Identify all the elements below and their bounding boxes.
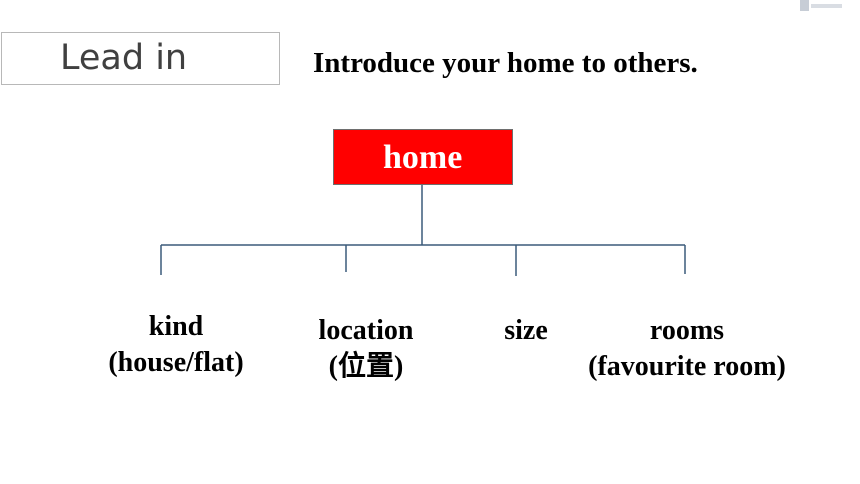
branch-size: size (486, 313, 566, 349)
lead-in-box (1, 32, 280, 85)
branch-rooms-title: rooms (649, 315, 725, 346)
branch-location-title: location (318, 315, 414, 346)
watermark-logo-icon (800, 0, 842, 11)
lead-in-label: Lead in (60, 38, 188, 78)
branch-size-title: size (504, 315, 548, 346)
branch-kind-title: kind (148, 311, 204, 342)
branch-kind-detail: (house/flat) (108, 347, 244, 378)
branch-location: location (位置) (296, 313, 436, 385)
slide-headline: Introduce your home to others. (313, 47, 698, 79)
branch-kind: kind (house/flat) (86, 309, 266, 381)
branch-rooms-detail: (favourite room) (588, 351, 786, 382)
branch-location-detail: (位置) (328, 351, 404, 382)
root-node-box (333, 129, 513, 185)
branch-rooms: rooms (favourite room) (562, 313, 812, 385)
root-node-label: home (383, 139, 463, 176)
